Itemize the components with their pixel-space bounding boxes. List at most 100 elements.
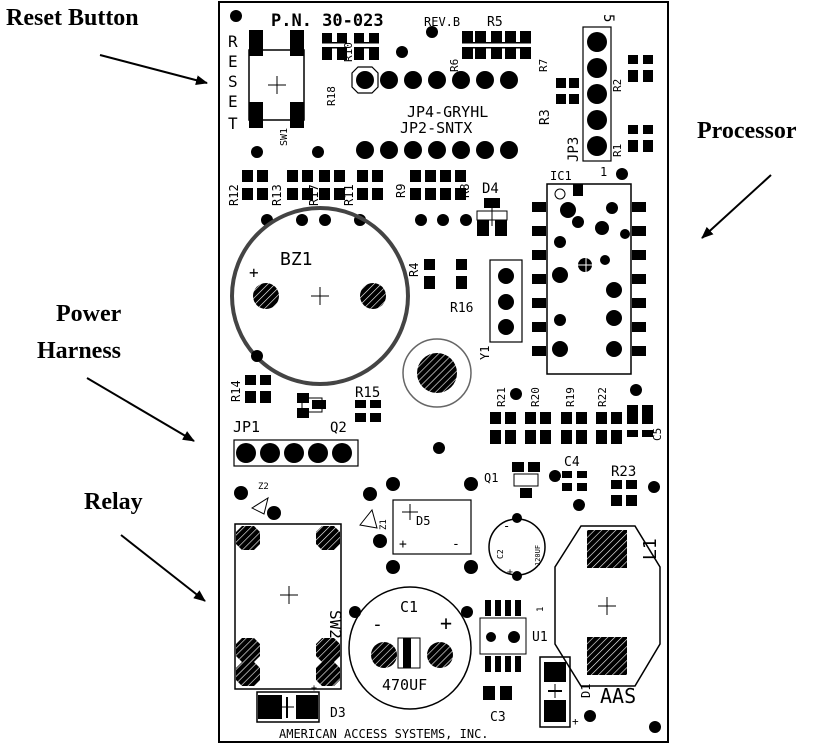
reset-switch-sw1: SW1: [248, 30, 305, 158]
q2-label: Q2: [330, 420, 347, 436]
resistor-group-lower: R21 R20 R19 R22 C5: [488, 387, 664, 444]
resistor-labels-middle: R12 R13 R17 R11 R9 R8: [227, 184, 472, 206]
bz1-label: BZ1: [280, 249, 313, 270]
r22-label: R22: [596, 387, 609, 407]
reset-letter: T: [228, 114, 238, 133]
pin1-label: 1: [600, 165, 607, 179]
jp2-label: JP2-SNTX: [400, 119, 472, 137]
c1-minus: -: [372, 614, 383, 635]
header-jp4: JP4-GRYHL: [351, 66, 518, 121]
d5-minus: -: [452, 537, 460, 552]
jp3-pin-label: 5: [600, 14, 616, 22]
r11-label: R11: [342, 184, 356, 206]
l1-label: L1: [640, 538, 661, 560]
capacitor-c2: - C2 120UF +: [488, 513, 546, 581]
c4-label: C4: [564, 455, 580, 470]
crystal-y1: Y1: [478, 259, 523, 360]
d1-plus: +: [572, 715, 579, 728]
processor-ic1: IC1: [532, 169, 646, 396]
jp4-label: JP4-GRYHL: [407, 103, 488, 121]
r13-label: R13: [270, 184, 284, 206]
reset-button-arrow: [99, 54, 208, 86]
c2-plus: +: [507, 567, 513, 578]
sw1-label: SW1: [279, 128, 290, 146]
power-harness-callout-line1: Power: [56, 301, 122, 327]
c2-minus: -: [503, 519, 510, 533]
reset-letter: R: [228, 32, 238, 51]
bz1-plus: +: [249, 263, 259, 282]
u1-label: U1: [532, 630, 548, 645]
r5-label: R5: [487, 15, 503, 30]
r12-label: R12: [227, 184, 241, 206]
diode-d3: D3 +: [256, 683, 346, 723]
power-harness-arrow: [86, 377, 195, 442]
buzzer-bz1: BZ1 +: [230, 206, 410, 386]
reset-letter: S: [228, 72, 238, 91]
power-harness-jp1: JP1: [233, 418, 445, 467]
processor-arrow: [701, 174, 772, 239]
r18-label: R18: [325, 86, 338, 106]
header-jp3: 5 JP3: [566, 14, 616, 162]
transistor-q1-c4-r23: Q1 C4 R23: [484, 455, 660, 511]
zener-z2: Z2: [234, 482, 281, 520]
r8-label: R8: [458, 184, 472, 198]
inductor-l1: L1: [554, 525, 661, 687]
r15-label: R15: [355, 385, 380, 401]
c3-label: C3: [490, 710, 506, 725]
relay-arrow: [120, 534, 206, 602]
c1-value: 470UF: [382, 676, 427, 694]
revision: REV.B: [424, 15, 460, 29]
r6-label: R6: [448, 59, 461, 72]
z2-label: Z2: [258, 482, 269, 492]
y1-label: Y1: [478, 346, 492, 360]
q1-label: Q1: [484, 471, 498, 485]
part-number: P.N. 30-023: [271, 11, 384, 31]
r14-label: R14: [229, 380, 243, 402]
c2-label: C2: [496, 549, 505, 559]
mounting-hole: [230, 10, 242, 22]
r20-label: R20: [529, 387, 542, 407]
manufacturer-name: AMERICAN ACCESS SYSTEMS, INC.: [279, 727, 489, 741]
r10-label: R10: [342, 42, 355, 62]
reset-letter: E: [228, 52, 238, 71]
rectifier-d5: D5 + -: [386, 477, 478, 574]
resistor-group-top: R10 R18 R6 R5 R7: [319, 15, 550, 106]
ic1-label: IC1: [550, 169, 572, 183]
resistor-r3: R3: [538, 78, 581, 125]
c1-plus: +: [440, 611, 452, 635]
jp3-label: JP3: [566, 137, 582, 162]
r2-label: R2: [611, 79, 624, 92]
diode-d1: D1 +: [539, 656, 596, 728]
capacitor-c3: C3: [483, 686, 512, 725]
u1-pin1: 1: [536, 607, 546, 612]
r4-label: R4: [407, 263, 421, 277]
resistor-r2-r1: R2 R1 1: [600, 55, 655, 180]
d3-label: D3: [330, 706, 346, 721]
regulator-u1: U1 1: [479, 600, 548, 672]
r19-label: R19: [564, 387, 577, 407]
r7-label: R7: [537, 59, 550, 72]
r1-label: R1: [611, 144, 624, 157]
c2-value: 120UF: [534, 545, 542, 566]
d5-plus: +: [399, 537, 407, 552]
reset-label: R E S E T: [228, 32, 238, 133]
r21-label: R21: [495, 387, 508, 407]
mounting-hole-center: [402, 338, 472, 408]
sw2-label: SW2: [326, 610, 345, 639]
d3-plus: +: [311, 683, 317, 694]
r9-label: R9: [394, 184, 408, 198]
resistor-group-middle: [240, 170, 472, 226]
r23-label: R23: [611, 464, 636, 480]
relay-callout: Relay: [84, 489, 143, 515]
diode-d4: D4: [476, 181, 508, 236]
processor-callout: Processor: [697, 118, 797, 144]
r3-label: R3: [538, 109, 553, 125]
c5-label: C5: [651, 428, 664, 441]
capacitor-c1: C1 - + 470UF: [348, 586, 473, 710]
reset-button-callout: Reset Button: [6, 5, 139, 31]
power-harness-callout-line2: Harness: [37, 338, 121, 364]
resistors-r4-r16: R4 R16: [407, 259, 473, 316]
r17-label: R17: [307, 184, 321, 206]
relay-sw2: SW2: [234, 523, 345, 690]
zener-z1: Z1: [359, 487, 389, 548]
